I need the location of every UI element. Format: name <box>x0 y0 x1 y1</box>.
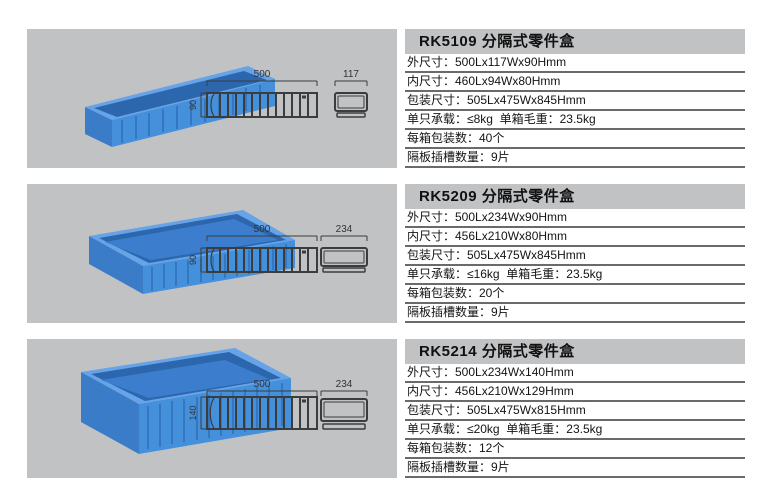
side-view-outline <box>206 247 318 273</box>
spec-table: RK5109 分隔式零件盒 外尺寸：500Lx117Wx90Hmm 内尺寸：46… <box>405 29 745 168</box>
width-dimension-line <box>320 390 368 396</box>
product-title: RK5214 分隔式零件盒 <box>405 339 745 364</box>
spec-row-inner-size: 内尺寸：456Lx210Wx129Hmm <box>405 383 745 402</box>
bin-floor <box>105 219 278 260</box>
end-view-inner <box>323 250 365 264</box>
spec-row-load-weight: 单只承载：≤16kg 单箱毛重：23.5kg <box>405 266 745 285</box>
spec-row-qty-per-box: 每箱包装数：40个 <box>405 130 745 149</box>
product-title: RK5209 分隔式零件盒 <box>405 184 745 209</box>
length-dimension-label: 500 <box>254 69 271 80</box>
width-dimension-line <box>334 80 368 86</box>
width-dimension-label: 117 <box>343 69 359 80</box>
dimension-drawing: 500 90 234 <box>188 224 368 273</box>
side-view-dividers <box>219 249 309 271</box>
spec-row-package-size: 包装尺寸：505Lx475Wx845Hmm <box>405 92 745 111</box>
end-view-foot <box>336 112 366 118</box>
product-block-rk5214: 500 140 234 RK5214 分隔式零件盒 外尺寸：500Lx234Wx… <box>27 339 745 478</box>
length-dimension-label: 500 <box>254 224 271 235</box>
height-dimension-bracket <box>200 396 206 430</box>
bin-end-face <box>85 107 112 147</box>
length-dimension-line <box>206 390 318 396</box>
end-view-foot <box>322 267 366 273</box>
spec-row-outer-size: 外尺寸：500Lx117Wx90Hmm <box>405 54 745 73</box>
height-dimension-label: 90 <box>188 100 198 110</box>
end-view-outline <box>320 247 368 267</box>
side-view-outline <box>206 396 318 430</box>
spec-row-outer-size: 外尺寸：500Lx234Wx140Hmm <box>405 364 745 383</box>
bin-front-face <box>112 79 275 147</box>
side-view-dividers <box>219 398 309 428</box>
bin-end-face <box>81 372 139 454</box>
label-slot-mark <box>302 399 306 403</box>
product-block-rk5109: 500 90 117 RK5109 分隔式零件盒 外尺寸：500Lx117Wx9… <box>27 29 745 168</box>
spec-row-qty-per-box: 每箱包装数：12个 <box>405 440 745 459</box>
bin-floor <box>101 360 269 398</box>
bin-end-face <box>89 236 143 294</box>
side-view-outline <box>206 92 318 118</box>
product-block-rk5209: 500 90 234 RK5209 分隔式零件盒 外尺寸：500Lx234Wx9… <box>27 184 745 323</box>
dimension-drawing: 500 140 234 <box>188 379 368 430</box>
spec-row-inner-size: 内尺寸：460Lx94Wx80Hmm <box>405 73 745 92</box>
height-dimension-bracket <box>200 92 206 118</box>
end-view-inner <box>337 95 365 109</box>
spec-row-load-weight: 单只承载：≤20kg 单箱毛重：23.5kg <box>405 421 745 440</box>
width-dimension-label: 234 <box>336 379 353 390</box>
height-dimension-label: 140 <box>188 405 198 420</box>
side-view-front-lip <box>210 248 215 272</box>
end-view-foot <box>322 423 366 430</box>
spec-row-outer-size: 外尺寸：500Lx234Wx90Hmm <box>405 209 745 228</box>
length-dimension-line <box>206 235 318 241</box>
length-dimension-label: 500 <box>254 379 271 390</box>
spec-row-load-weight: 单只承载：≤8kg 单箱毛重：23.5kg <box>405 111 745 130</box>
height-dimension-label: 90 <box>188 255 198 265</box>
spec-row-qty-per-box: 每箱包装数：20个 <box>405 285 745 304</box>
height-dimension-bracket <box>200 247 206 273</box>
product-image-panel: 500 90 117 <box>27 29 397 168</box>
width-dimension-line <box>320 235 368 241</box>
spec-row-inner-size: 内尺寸：456Lx210Wx80Hmm <box>405 228 745 247</box>
spec-table: RK5214 分隔式零件盒 外尺寸：500Lx234Wx140Hmm 内尺寸：4… <box>405 339 745 478</box>
side-view-front-lip <box>210 93 215 117</box>
spec-row-package-size: 包装尺寸：505Lx475Wx845Hmm <box>405 247 745 266</box>
spec-table: RK5209 分隔式零件盒 外尺寸：500Lx234Wx90Hmm 内尺寸：45… <box>405 184 745 323</box>
end-view-inner <box>323 401 365 418</box>
product-title: RK5109 分隔式零件盒 <box>405 29 745 54</box>
bin-cavity <box>94 71 267 117</box>
side-view-dividers <box>219 94 309 116</box>
spec-row-divider-slots: 隔板插槽数量：9片 <box>405 459 745 478</box>
spec-row-divider-slots: 隔板插槽数量：9片 <box>405 149 745 168</box>
spec-row-divider-slots: 隔板插槽数量：9片 <box>405 304 745 323</box>
dimension-drawing: 500 90 117 <box>188 69 368 118</box>
end-view-outline <box>334 92 368 112</box>
length-dimension-line <box>206 80 318 86</box>
spec-row-package-size: 包装尺寸：505Lx475Wx815Hmm <box>405 402 745 421</box>
label-slot-mark <box>302 250 306 254</box>
end-view-outline <box>320 398 368 422</box>
width-dimension-label: 234 <box>336 224 353 235</box>
product-image-panel: 500 90 234 <box>27 184 397 323</box>
side-view-front-lip <box>209 397 215 429</box>
label-slot-mark <box>302 95 306 99</box>
product-photo <box>85 66 275 147</box>
product-image-panel: 500 140 234 <box>27 339 397 478</box>
